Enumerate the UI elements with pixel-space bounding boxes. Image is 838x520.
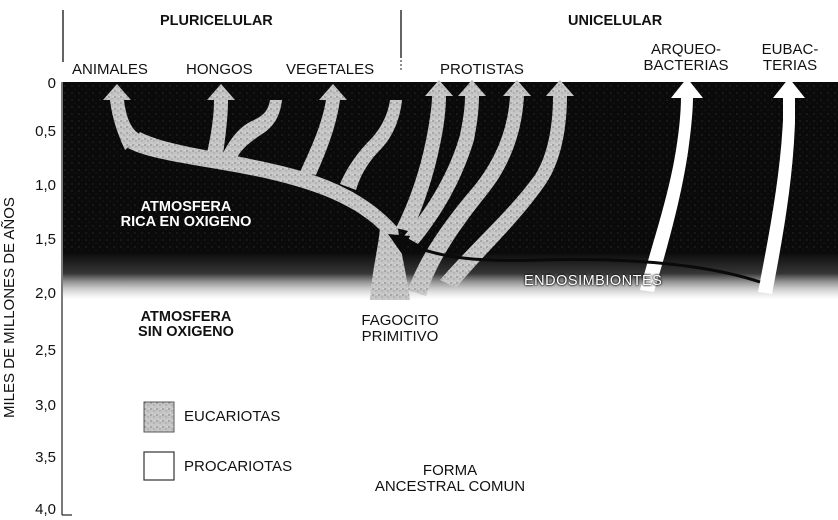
legend-eucariotas-label: EUCARIOTAS bbox=[184, 409, 280, 425]
y-tick-3-5: 3,5 bbox=[16, 450, 56, 466]
label-eubacterias-line1: EUBAC- bbox=[748, 42, 832, 58]
y-tick-2-5: 2,5 bbox=[16, 343, 56, 359]
y-tick-4-0: 4,0 bbox=[16, 502, 56, 518]
y-tick-1-0: 1,0 bbox=[16, 178, 56, 194]
atm-oxygen-line2: RICA EN OXIGENO bbox=[96, 215, 276, 230]
label-arqueobacterias: ARQUEO- BACTERIAS bbox=[632, 42, 740, 74]
fagocito-line1: FAGOCITO bbox=[350, 313, 450, 329]
label-animales: ANIMALES bbox=[72, 62, 148, 78]
atm-no-oxygen-line2: SIN OXIGENO bbox=[96, 325, 276, 340]
y-tick-2-0: 2,0 bbox=[16, 286, 56, 302]
label-arqueobacterias-line2: BACTERIAS bbox=[632, 58, 740, 74]
label-eubacterias: EUBAC- TERIAS bbox=[748, 42, 832, 74]
y-tick-0-5: 0,5 bbox=[16, 124, 56, 140]
label-eubacterias-line2: TERIAS bbox=[748, 58, 832, 74]
fagocito-label: FAGOCITO PRIMITIVO bbox=[350, 313, 450, 345]
y-tick-1-5: 1,5 bbox=[16, 232, 56, 248]
legend-eucariotas-swatch bbox=[144, 402, 174, 432]
header-unicelular: UNICELULAR bbox=[568, 14, 662, 29]
y-tick-3-0: 3,0 bbox=[16, 398, 56, 414]
forma-line1: FORMA bbox=[360, 463, 540, 479]
legend-procariotas-swatch bbox=[144, 452, 174, 480]
forma-line2: ANCESTRAL COMUN bbox=[360, 479, 540, 495]
y-tick-0: 0 bbox=[16, 76, 56, 92]
forma-ancestral-label: FORMA ANCESTRAL COMUN bbox=[360, 463, 540, 495]
label-hongos: HONGOS bbox=[186, 62, 253, 78]
atm-no-oxygen-label: ATMOSFERA SIN OXIGENO bbox=[96, 310, 276, 340]
label-vegetales: VEGETALES bbox=[286, 62, 374, 78]
fagocito-line2: PRIMITIVO bbox=[350, 329, 450, 345]
legend-procariotas-label: PROCARIOTAS bbox=[184, 459, 292, 475]
label-arqueobacterias-line1: ARQUEO- bbox=[632, 42, 740, 58]
y-axis-label: MILES DE MILLONES DE AÑOS bbox=[2, 197, 18, 418]
atm-oxygen-line1: ATMOSFERA bbox=[96, 200, 276, 215]
atm-no-oxygen-line1: ATMOSFERA bbox=[96, 310, 276, 325]
atm-oxygen-label: ATMOSFERA RICA EN OXIGENO bbox=[96, 200, 276, 230]
endosimbiontes-label: ENDOSIMBIONTES bbox=[524, 274, 662, 289]
header-pluricelular: PLURICELULAR bbox=[160, 14, 273, 29]
label-protistas: PROTISTAS bbox=[440, 62, 524, 78]
